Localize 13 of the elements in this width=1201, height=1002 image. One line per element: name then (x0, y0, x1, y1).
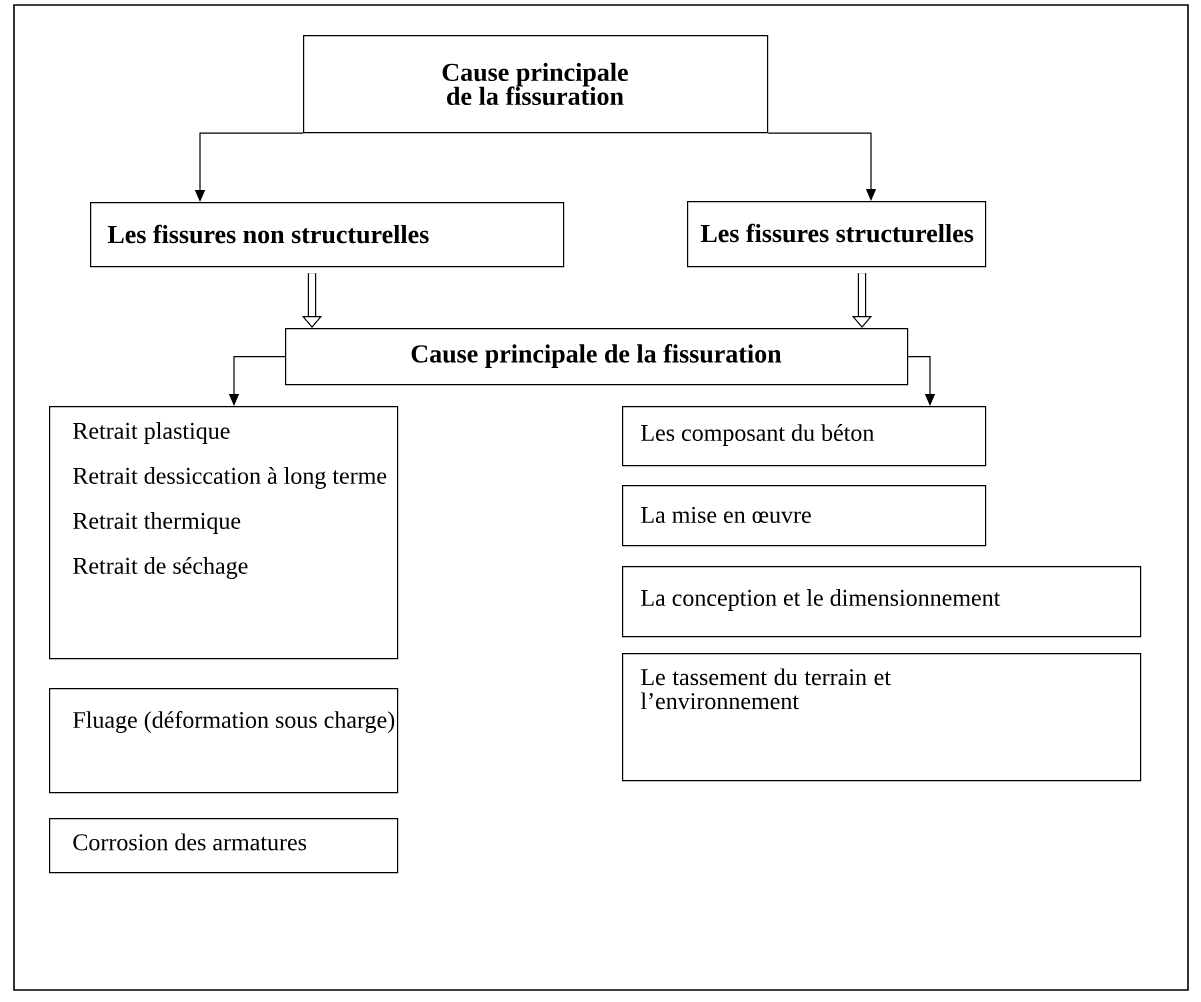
text-box: La mise en œuvre (622, 485, 987, 547)
text-box: Les composant du béton (622, 406, 987, 467)
text-box: Les fissures structurelles (687, 201, 987, 268)
arrow (767, 132, 877, 201)
text-box: La conception et le dimensionnement (622, 566, 1142, 638)
text-box: Fluage (déformation sous charge) (49, 688, 399, 794)
arrow (907, 356, 936, 406)
text-box: Cause principale de la fissuration (303, 35, 769, 134)
text-box: Corrosion des armatures (49, 818, 399, 874)
text-box: Retrait plastique Retrait dessiccation à long terme Retrait thermique Retrait de séchage (49, 406, 399, 660)
text-box: Les fissures non structurelles (90, 202, 565, 268)
text-box: Le tassement du terrain et l’environnement (622, 653, 1142, 782)
text-box: Cause principale de la fissuration (285, 328, 909, 386)
